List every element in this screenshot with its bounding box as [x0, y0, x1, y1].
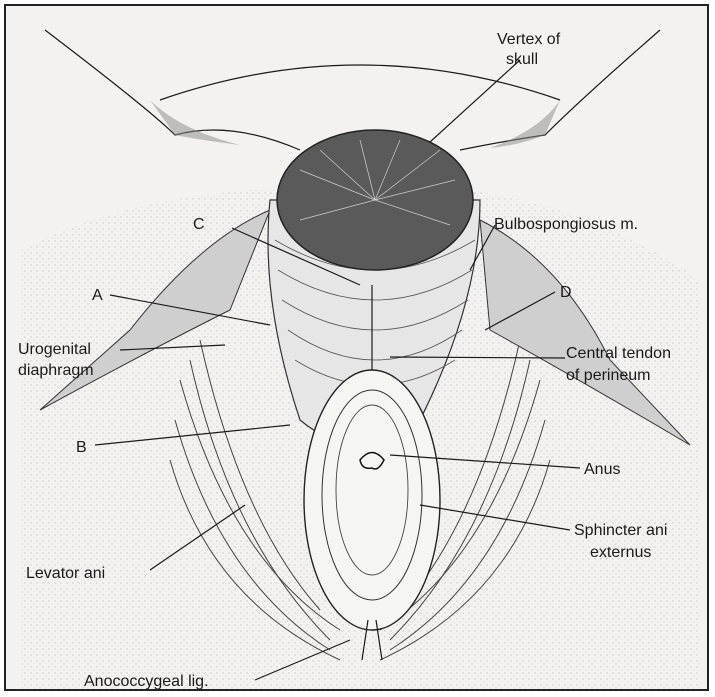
label-c: C — [193, 216, 205, 233]
label-sphincter-line2: externus — [590, 544, 651, 561]
upper-arc — [160, 65, 560, 100]
label-a: A — [92, 287, 103, 304]
label-vertex-line1: Vertex of — [497, 31, 561, 48]
label-b: B — [76, 439, 87, 456]
label-central-tendon-line2: of perineum — [566, 367, 651, 384]
label-anococcygeal: Anococcygeal lig. — [84, 673, 209, 690]
label-d: D — [560, 284, 572, 301]
right-dark-patch — [490, 100, 560, 148]
label-sphincter-line1: Sphincter ani — [574, 522, 667, 539]
right-thigh-outline — [460, 30, 660, 150]
label-vertex-line2: skull — [506, 51, 538, 68]
sphincter-outer — [304, 370, 440, 630]
label-anus: Anus — [584, 461, 620, 478]
label-levator-ani: Levator ani — [26, 565, 105, 582]
label-bulbospongiosus: Bulbospongiosus m. — [494, 216, 638, 233]
label-central-tendon-line1: Central tendon — [566, 345, 671, 362]
label-urogenital-line2: diaphragm — [18, 362, 94, 379]
label-urogenital-line1: Urogenital — [18, 341, 91, 358]
left-dark-patch — [150, 100, 240, 145]
left-thigh-outline — [45, 30, 300, 150]
